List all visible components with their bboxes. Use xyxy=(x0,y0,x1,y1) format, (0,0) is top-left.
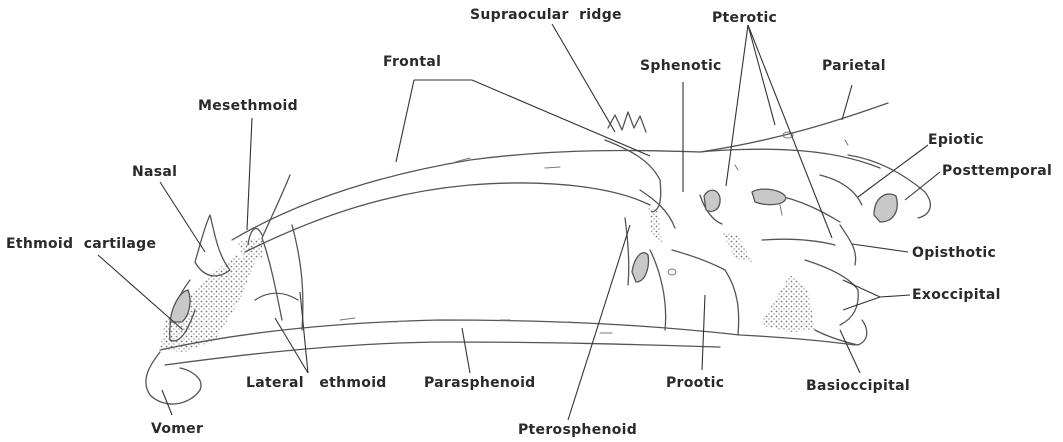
leader-exoccipital-a xyxy=(880,295,910,297)
leader-ethmoid-cartilage xyxy=(98,255,183,330)
leader-supraocular-ridge xyxy=(552,24,615,132)
label-parasphenoid: Parasphenoid xyxy=(424,375,536,391)
label-lateral-ethmoid: Lateral ethmoid xyxy=(246,375,387,391)
leader-exoccipital-b xyxy=(843,280,880,297)
leader-lines xyxy=(98,24,940,420)
leader-epiotic xyxy=(858,145,928,197)
label-pterotic: Pterotic xyxy=(712,10,777,26)
label-epiotic: Epiotic xyxy=(928,132,984,148)
leader-exoccipital-c xyxy=(843,297,880,310)
label-mesethmoid: Mesethmoid xyxy=(198,98,298,114)
label-prootic: Prootic xyxy=(666,375,724,391)
leader-frontal-b xyxy=(396,80,414,162)
label-frontal: Frontal xyxy=(383,54,441,70)
leader-opisthotic xyxy=(852,244,908,252)
label-nasal: Nasal xyxy=(132,164,177,180)
label-supraocular-ridge: Supraocular ridge xyxy=(470,7,622,23)
label-sphenotic: Sphenotic xyxy=(640,58,722,74)
label-vomer: Vomer xyxy=(151,421,203,437)
label-pterosphenoid: Pterosphenoid xyxy=(518,422,637,438)
label-ethmoid-cartilage: Ethmoid cartilage xyxy=(6,236,156,252)
leader-pterotic-c xyxy=(748,25,832,238)
leader-basioccipital xyxy=(840,330,860,373)
leader-pterotic-b xyxy=(748,25,775,125)
leader-parietal xyxy=(842,85,852,120)
label-parietal: Parietal xyxy=(822,58,886,74)
label-posttemporal: Posttemporal xyxy=(942,163,1052,179)
label-exoccipital: Exoccipital xyxy=(912,287,1001,303)
leader-nasal xyxy=(160,182,205,252)
leader-mesethmoid xyxy=(247,118,252,230)
leader-parasphenoid xyxy=(462,328,470,373)
label-opisthotic: Opisthotic xyxy=(912,245,996,261)
skull-bones xyxy=(146,103,930,404)
label-basioccipital: Basioccipital xyxy=(806,378,910,394)
leader-pterotic-a xyxy=(726,25,748,186)
leader-prootic xyxy=(702,295,705,370)
leader-frontal-c xyxy=(472,80,650,156)
leader-posttemporal xyxy=(905,172,940,200)
cartilage-areas xyxy=(160,205,815,352)
